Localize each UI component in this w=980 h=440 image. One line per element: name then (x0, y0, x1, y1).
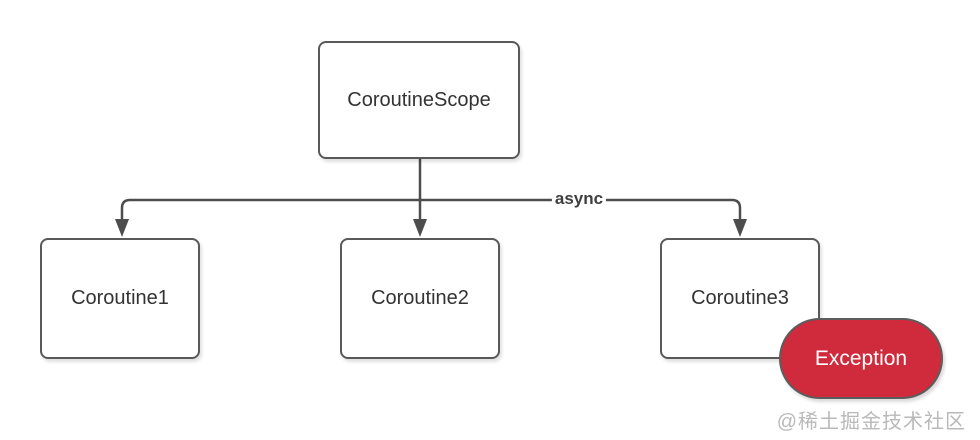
edge-label-async: async (551, 189, 607, 209)
node-coroutine2-label: Coroutine2 (371, 287, 469, 309)
connector-root-to-coroutine1 (120, 198, 420, 221)
node-coroutine3-label: Coroutine3 (691, 287, 789, 309)
arrowhead-icon (115, 219, 129, 237)
arrowhead-icon (733, 219, 747, 237)
node-coroutine1-label: Coroutine1 (71, 287, 169, 309)
exception-badge: Exception (779, 318, 943, 399)
arrowhead-icon (413, 219, 427, 237)
exception-badge-label: Exception (814, 346, 908, 370)
watermark: @稀土掘金技术社区 (776, 411, 966, 433)
node-coroutine1: Coroutine1 (40, 238, 200, 359)
node-coroutinescope-label: CoroutineScope (347, 88, 491, 111)
node-coroutine2: Coroutine2 (340, 238, 500, 359)
node-coroutinescope: CoroutineScope (318, 41, 520, 159)
